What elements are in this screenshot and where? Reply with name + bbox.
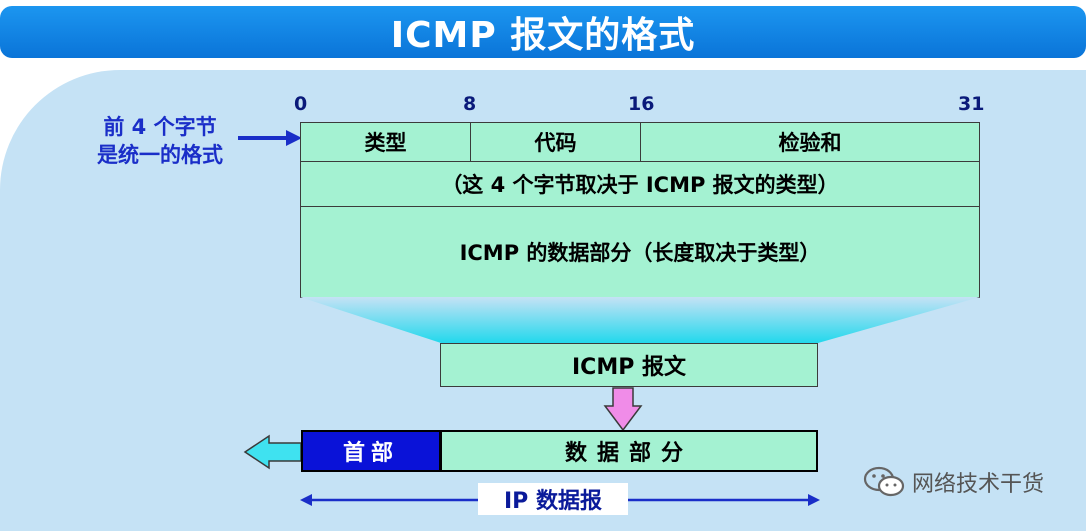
icmp-data-section: ICMP 的数据部分（长度取决于类型） [300, 206, 980, 298]
left-note: 前 4 个字节 是统一的格式 [70, 113, 250, 169]
watermark-text: 网络技术干货 [912, 472, 1045, 497]
bit-label-8: 8 [463, 93, 477, 115]
icmp-message-box: ICMP 报文 [440, 343, 818, 387]
type-dependent-field: （这 4 个字节取决于 ICMP 报文的类型） [300, 161, 980, 207]
wechat-icon [863, 466, 905, 497]
ip-header-cell: 首部 [301, 430, 441, 472]
down-arrow-icon [603, 387, 643, 432]
left-note-line1: 前 4 个字节 [103, 115, 217, 139]
ip-data-cell: 数据部分 [440, 430, 818, 472]
bit-label-0: 0 [294, 93, 308, 115]
ip-datagram-label: IP 数据报 [478, 483, 628, 515]
field-checksum: 检验和 [640, 122, 980, 162]
left-arrow-icon [243, 434, 302, 470]
left-note-line2: 是统一的格式 [97, 143, 223, 167]
right-arrow-icon [238, 130, 302, 146]
bit-label-31: 31 [958, 93, 985, 115]
funnel-shape [300, 297, 980, 343]
watermark: 网络技术干货 [862, 464, 1044, 500]
field-type: 类型 [300, 122, 471, 162]
field-code: 代码 [470, 122, 641, 162]
page-title: ICMP 报文的格式 [0, 6, 1086, 58]
bit-label-16: 16 [628, 93, 655, 115]
